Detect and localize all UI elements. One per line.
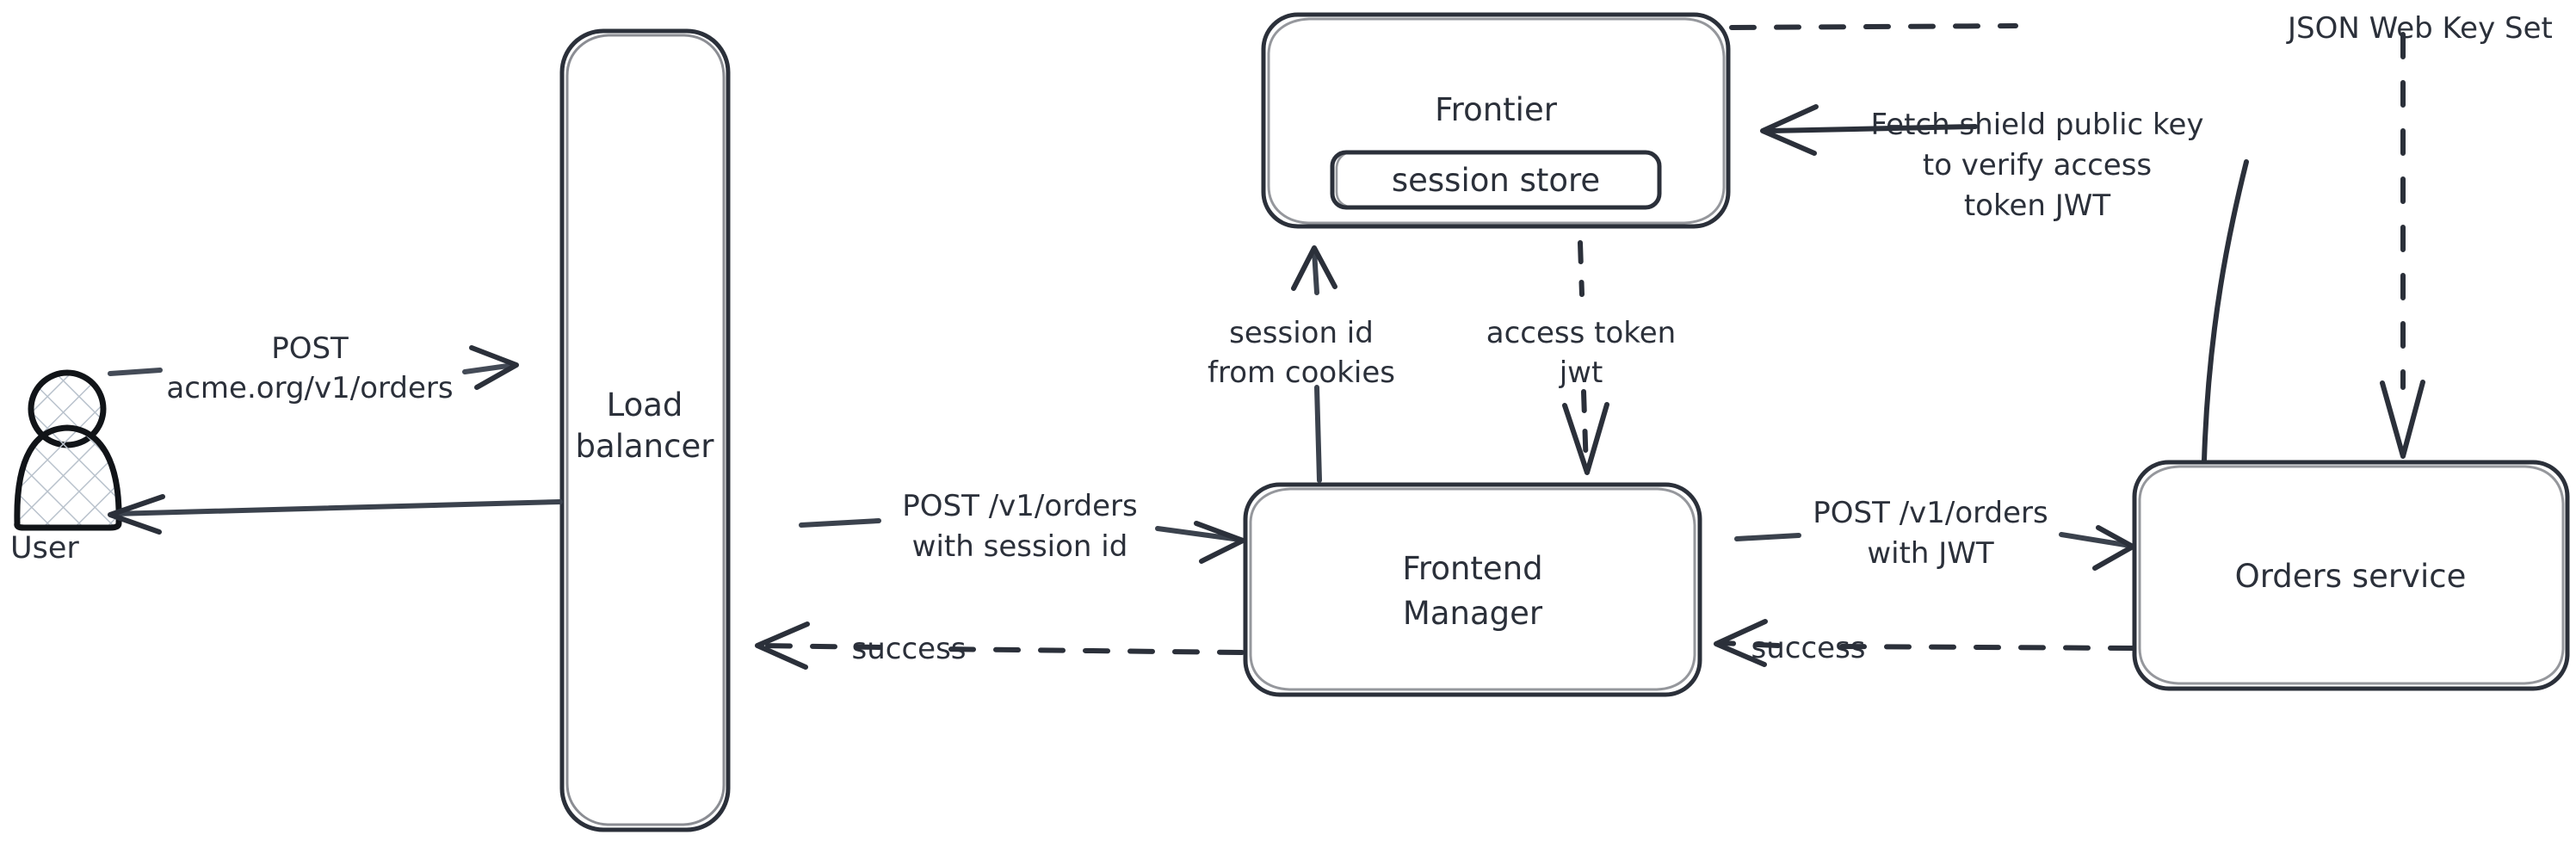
edge-fm-to-frontier xyxy=(1291,245,1337,483)
edge-frontier-to-fm xyxy=(1562,240,1609,475)
edge-frontier-to-orders-jwks xyxy=(1729,23,2425,459)
edge-fm-to-orders-label-line1: POST /v1/orders xyxy=(1813,496,2048,530)
edge-fm-to-orders-label-line2: with JWT xyxy=(1867,536,1994,571)
edge-fm-to-frontier-label-line2: from cookies xyxy=(1208,355,1395,390)
node-user[interactable] xyxy=(14,369,122,531)
user-label: User xyxy=(10,531,79,566)
edge-frontier-to-fm-label-line2: jwt xyxy=(1559,355,1603,390)
node-orders-service[interactable] xyxy=(2132,460,2570,691)
edge-fm-to-orders xyxy=(1734,525,2135,571)
node-frontend-manager[interactable] xyxy=(1243,482,1702,697)
edge-lb-to-fm-label-line1: POST /v1/orders xyxy=(902,489,1137,523)
edge-orders-to-frontier-label-line3: token JWT xyxy=(1964,189,2111,223)
load-balancer-label-line1: Load xyxy=(607,386,683,424)
edge-orders-to-fm-label: success xyxy=(1751,631,1866,665)
edge-load-balancer-to-user xyxy=(108,494,563,535)
edge-fm-to-frontier-label-line1: session id xyxy=(1229,316,1374,350)
load-balancer-label-line2: balancer xyxy=(576,428,715,465)
edge-fm-to-lb-label: success xyxy=(852,632,967,666)
frontend-manager-label-line1: Frontend xyxy=(1402,550,1542,587)
edge-orders-to-frontier-label-line1: Fetch shield public key xyxy=(1870,108,2203,142)
node-load-balancer[interactable] xyxy=(559,28,731,832)
user-body-icon xyxy=(14,424,122,531)
edge-frontier-to-fm-label-line1: access token xyxy=(1486,316,1676,350)
edge-fm-to-lb-success xyxy=(755,621,1245,670)
edge-user-to-load-balancer xyxy=(108,345,519,390)
edge-orders-to-fm-success xyxy=(1714,619,2135,667)
node-session-store[interactable] xyxy=(1330,150,1662,210)
edge-lb-to-frontend-manager xyxy=(799,518,1245,564)
edge-user-to-lb-label-line2: acme.org/v1/orders xyxy=(166,371,453,405)
frontend-manager-label-line2: Manager xyxy=(1403,595,1543,632)
edge-lb-to-fm-label-line2: with session id xyxy=(912,529,1128,564)
orders-service-label: Orders service xyxy=(2235,558,2467,595)
edge-jwks-label: JSON Web Key Set xyxy=(2286,11,2553,46)
session-store-label: session store xyxy=(1392,162,1600,199)
frontier-label: Frontier xyxy=(1435,91,1558,128)
edge-user-to-lb-label-line1: POST xyxy=(271,331,349,366)
edge-orders-to-frontier xyxy=(1760,104,2249,463)
edge-orders-to-frontier-label-line2: to verify access xyxy=(1923,148,2152,182)
